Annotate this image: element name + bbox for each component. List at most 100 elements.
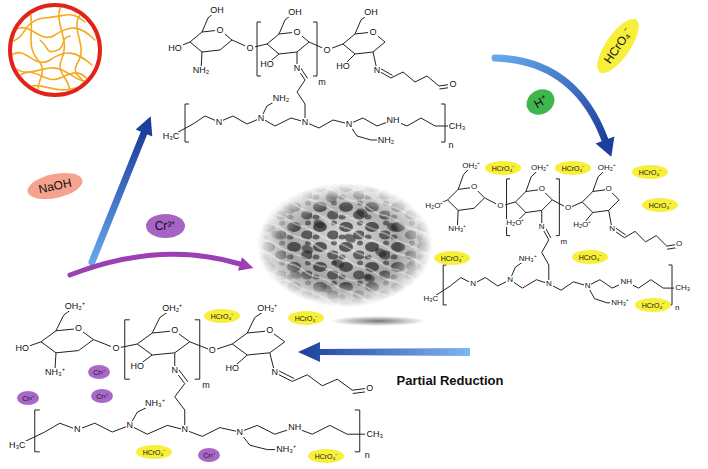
ion-ellipse: Cr³⁺ <box>91 389 113 403</box>
ion-ellipse: Cr³⁺ <box>17 391 39 405</box>
atom-label: HO <box>259 60 275 69</box>
ion-text: HCrO₄⁻ <box>642 302 665 309</box>
atom-label: O <box>470 183 478 191</box>
atom-label: N <box>373 66 382 75</box>
atom-label: OH <box>209 6 225 15</box>
atom-label: CH₃ <box>448 122 467 131</box>
regeneration-arrow <box>92 116 152 262</box>
release-arrow <box>70 254 253 275</box>
ion-ellipse: HCrO₄⁻ <box>555 161 591 175</box>
atom-label: O <box>208 346 217 355</box>
atom-label: OH <box>363 8 379 17</box>
atom-label: O <box>368 28 377 37</box>
atom-label: O <box>265 326 274 335</box>
ion-ellipse: HCrO₄⁻ <box>572 250 608 264</box>
atom-label: HO <box>335 62 351 71</box>
ion-text: HCrO₄⁻ <box>602 26 635 65</box>
atom-label: H₂O⁺ <box>424 202 444 210</box>
fiber-circle <box>10 5 100 96</box>
atom-label: NH₃⁺ <box>275 445 297 454</box>
atom-label: NH₃⁺ <box>144 399 166 408</box>
reagent-ellipse: H⁺ <box>521 84 558 119</box>
ion-text: HCrO₄⁻ <box>211 313 234 320</box>
reduced-structure <box>17 307 375 452</box>
adsorbent-structure <box>171 10 457 142</box>
atom-label: O <box>215 26 224 35</box>
ion-ellipse: HCrO₄⁻ <box>632 165 668 179</box>
atom-label: O <box>74 324 83 333</box>
atom-label: N <box>608 225 616 233</box>
atom-label: NH₂ <box>272 94 291 103</box>
ion-text: HCrO₄⁻ <box>639 169 662 176</box>
atom-label: O <box>245 44 254 53</box>
ion-text: HCrO₄⁻ <box>441 255 464 262</box>
atom-label: NH₂ <box>192 66 211 75</box>
atom-label: O <box>538 185 546 193</box>
atom-label: NH <box>386 116 401 125</box>
ion-ellipse: HCrO₄⁻ <box>204 309 240 323</box>
adsorption-arrow <box>495 58 614 157</box>
ion-ellipse: HCrO₄⁻ <box>308 449 344 463</box>
ion-text: Cr³⁺ <box>93 369 105 376</box>
ion-text: HCrO₄⁻ <box>579 254 602 261</box>
atom-label: OH₂⁺ <box>597 164 617 172</box>
ion-ellipse: HCrO₄⁻ <box>642 198 678 212</box>
atom-label: O <box>448 80 457 89</box>
atom-label: HO <box>225 364 241 373</box>
atom-label: OH₂⁺ <box>161 304 183 313</box>
atom-label: NH₃⁺ <box>610 299 630 307</box>
atom-label: H₃C <box>422 295 439 303</box>
atom-label: OH₂⁺ <box>256 304 278 313</box>
ion-text: HCrO₄⁻ <box>649 202 672 209</box>
atom-label: NH₂ <box>377 136 396 145</box>
ion-text: HCrO₄⁻ <box>562 165 585 172</box>
atom-label: N <box>545 280 553 288</box>
ion-text: HCrO₄⁻ <box>315 453 338 460</box>
atom-label: O <box>170 326 179 335</box>
atom-label: CH₃ <box>365 430 384 439</box>
ion-text: Cr³⁺ <box>155 220 176 232</box>
image-shadow <box>330 316 426 326</box>
atom-label: O <box>675 240 683 248</box>
ion-text: Cr³⁺ <box>96 393 108 400</box>
atom-label: N <box>301 118 310 127</box>
atom-label: N <box>271 368 280 377</box>
ion-ellipse: Cr³⁺ <box>88 365 110 379</box>
atom-label: N <box>469 280 477 288</box>
atom-label: OH₂⁺ <box>64 302 86 311</box>
ion-ellipse: HCrO₄⁻ <box>288 311 324 325</box>
atom-label: NH₃⁺ <box>44 368 66 377</box>
ion-ellipse: HCrO₄⁻ <box>434 251 470 265</box>
atom-label: N <box>215 118 224 127</box>
atom-label: NH₃⁺ <box>447 225 467 233</box>
ion-text: HCrO₄⁻ <box>143 449 166 456</box>
atom-label: CH₃ <box>674 284 691 292</box>
atom-label: NH <box>287 423 302 432</box>
atom-label: m <box>317 78 327 87</box>
atom-label: OH₂⁺ <box>461 162 481 170</box>
atom-label: O <box>496 202 504 210</box>
atom-label: N <box>257 114 266 123</box>
ion-text: HCrO₄⁻ <box>492 165 515 172</box>
atom-label: H₃C <box>162 132 181 141</box>
ion-ellipse: Cr³⁺ <box>198 448 220 462</box>
atom-label: N <box>506 276 514 284</box>
atom-label: m <box>201 381 211 390</box>
atom-label: N <box>584 282 592 290</box>
ion-text: H⁺ <box>532 94 549 111</box>
reagent-ellipse: NaOH <box>25 168 85 203</box>
atom-label: N <box>293 64 302 73</box>
atom-label: OH₂⁺ <box>530 164 550 172</box>
atom-label: NH <box>619 278 633 286</box>
atom-label: n <box>447 141 454 150</box>
fibers <box>10 8 95 96</box>
reduction-arrow <box>298 342 470 362</box>
atom-label: HO <box>167 44 183 53</box>
reagent-ellipse: Cr³⁺ <box>146 214 185 238</box>
atom-label: O <box>564 204 572 212</box>
sem-image <box>255 180 435 310</box>
ion-text: NaOH <box>37 177 72 196</box>
ion-ellipse: HCrO₄⁻ <box>635 298 671 312</box>
atom-label: N <box>73 425 82 434</box>
